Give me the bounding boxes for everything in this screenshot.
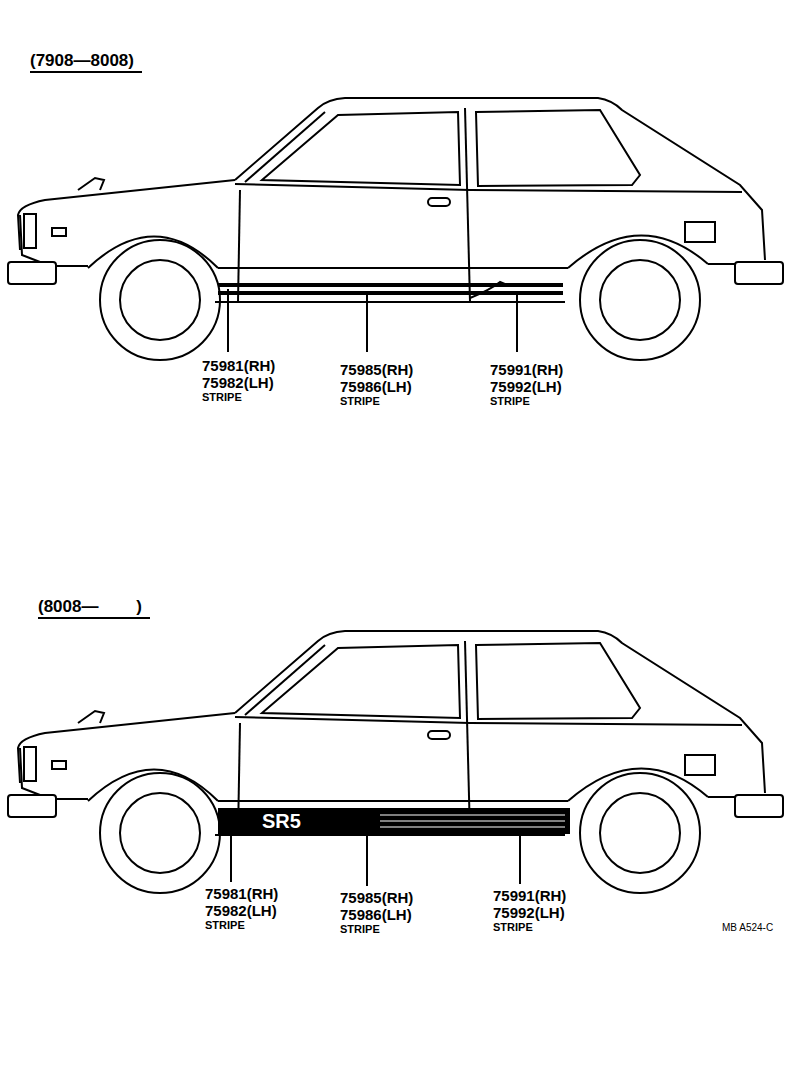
callout-number: 75991(RH)	[493, 888, 566, 903]
callout-number: 75982(LH)	[202, 375, 274, 390]
part-name: STRIPE	[202, 392, 242, 403]
part-name: STRIPE	[340, 924, 380, 935]
callout-number: 75982(LH)	[205, 903, 277, 918]
stripe-lettering: SR5	[262, 811, 301, 831]
part-name: STRIPE	[490, 396, 530, 407]
section-heading: (8008— )	[38, 598, 142, 615]
callout-number: 75986(LH)	[340, 379, 412, 394]
callout-number: 75985(RH)	[340, 890, 413, 905]
callout-number: 75992(LH)	[490, 379, 562, 394]
callout-number: 75981(RH)	[202, 358, 275, 373]
callout-number: 75985(RH)	[340, 362, 413, 377]
callout-number: 75992(LH)	[493, 905, 565, 920]
drawing-code: MB A524-C	[722, 923, 773, 933]
part-name: STRIPE	[493, 922, 533, 933]
callout-number: 75986(LH)	[340, 907, 412, 922]
part-name: STRIPE	[205, 920, 245, 931]
section-heading: (7908—8008)	[30, 52, 134, 69]
part-name: STRIPE	[340, 396, 380, 407]
callout-number: 75991(RH)	[490, 362, 563, 377]
callout-number: 75981(RH)	[205, 886, 278, 901]
